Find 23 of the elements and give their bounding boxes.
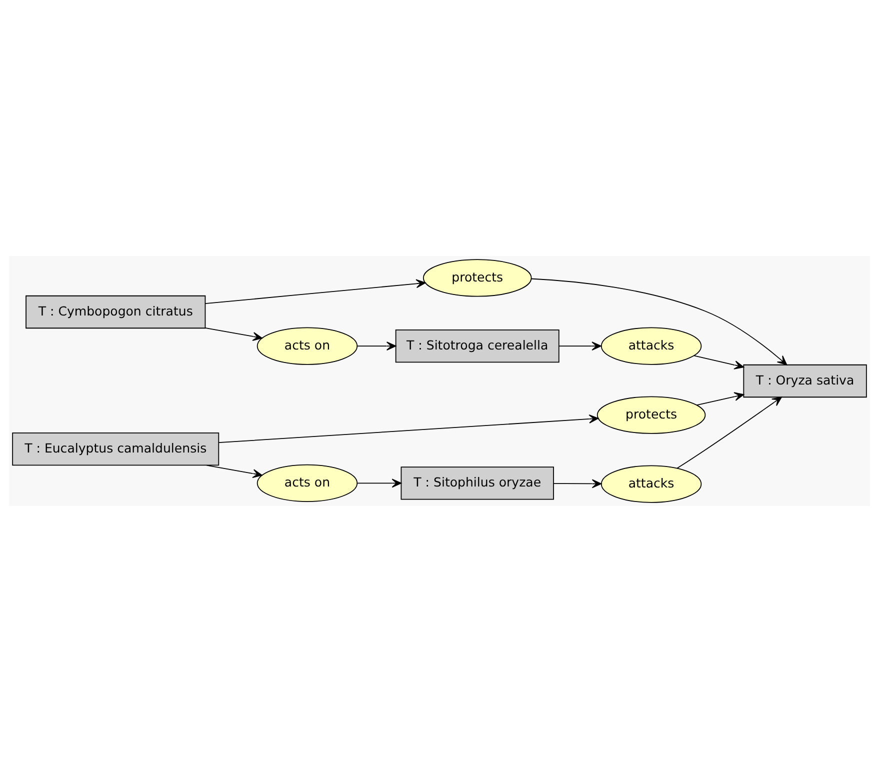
arrow — [553, 478, 602, 488]
node-box: T : Eucalyptus camaldulensis — [12, 432, 220, 466]
node-ellipse: attacks — [600, 464, 702, 502]
node-box: T : Sitophilus oryzae — [400, 466, 554, 500]
arrow — [204, 326, 262, 340]
arrow — [357, 341, 396, 350]
arrow — [357, 478, 402, 488]
node-box: T : Cymbopogon citratus — [26, 294, 206, 328]
node-ellipse: acts on — [256, 464, 358, 502]
arrow — [694, 354, 744, 369]
arrow — [206, 464, 262, 478]
node-ellipse: protects — [422, 258, 532, 296]
arrow — [696, 392, 744, 405]
arrow — [204, 278, 426, 304]
node-box: T : Sitotroga cerealella — [395, 328, 560, 362]
arrow — [558, 341, 602, 350]
node-ellipse: protects — [596, 396, 706, 434]
node-box: T : Oryza sativa — [743, 364, 867, 398]
arrow — [530, 278, 788, 365]
arrow — [676, 396, 782, 468]
node-ellipse: attacks — [600, 326, 702, 364]
arrow — [218, 414, 599, 443]
node-ellipse: acts on — [256, 326, 358, 364]
